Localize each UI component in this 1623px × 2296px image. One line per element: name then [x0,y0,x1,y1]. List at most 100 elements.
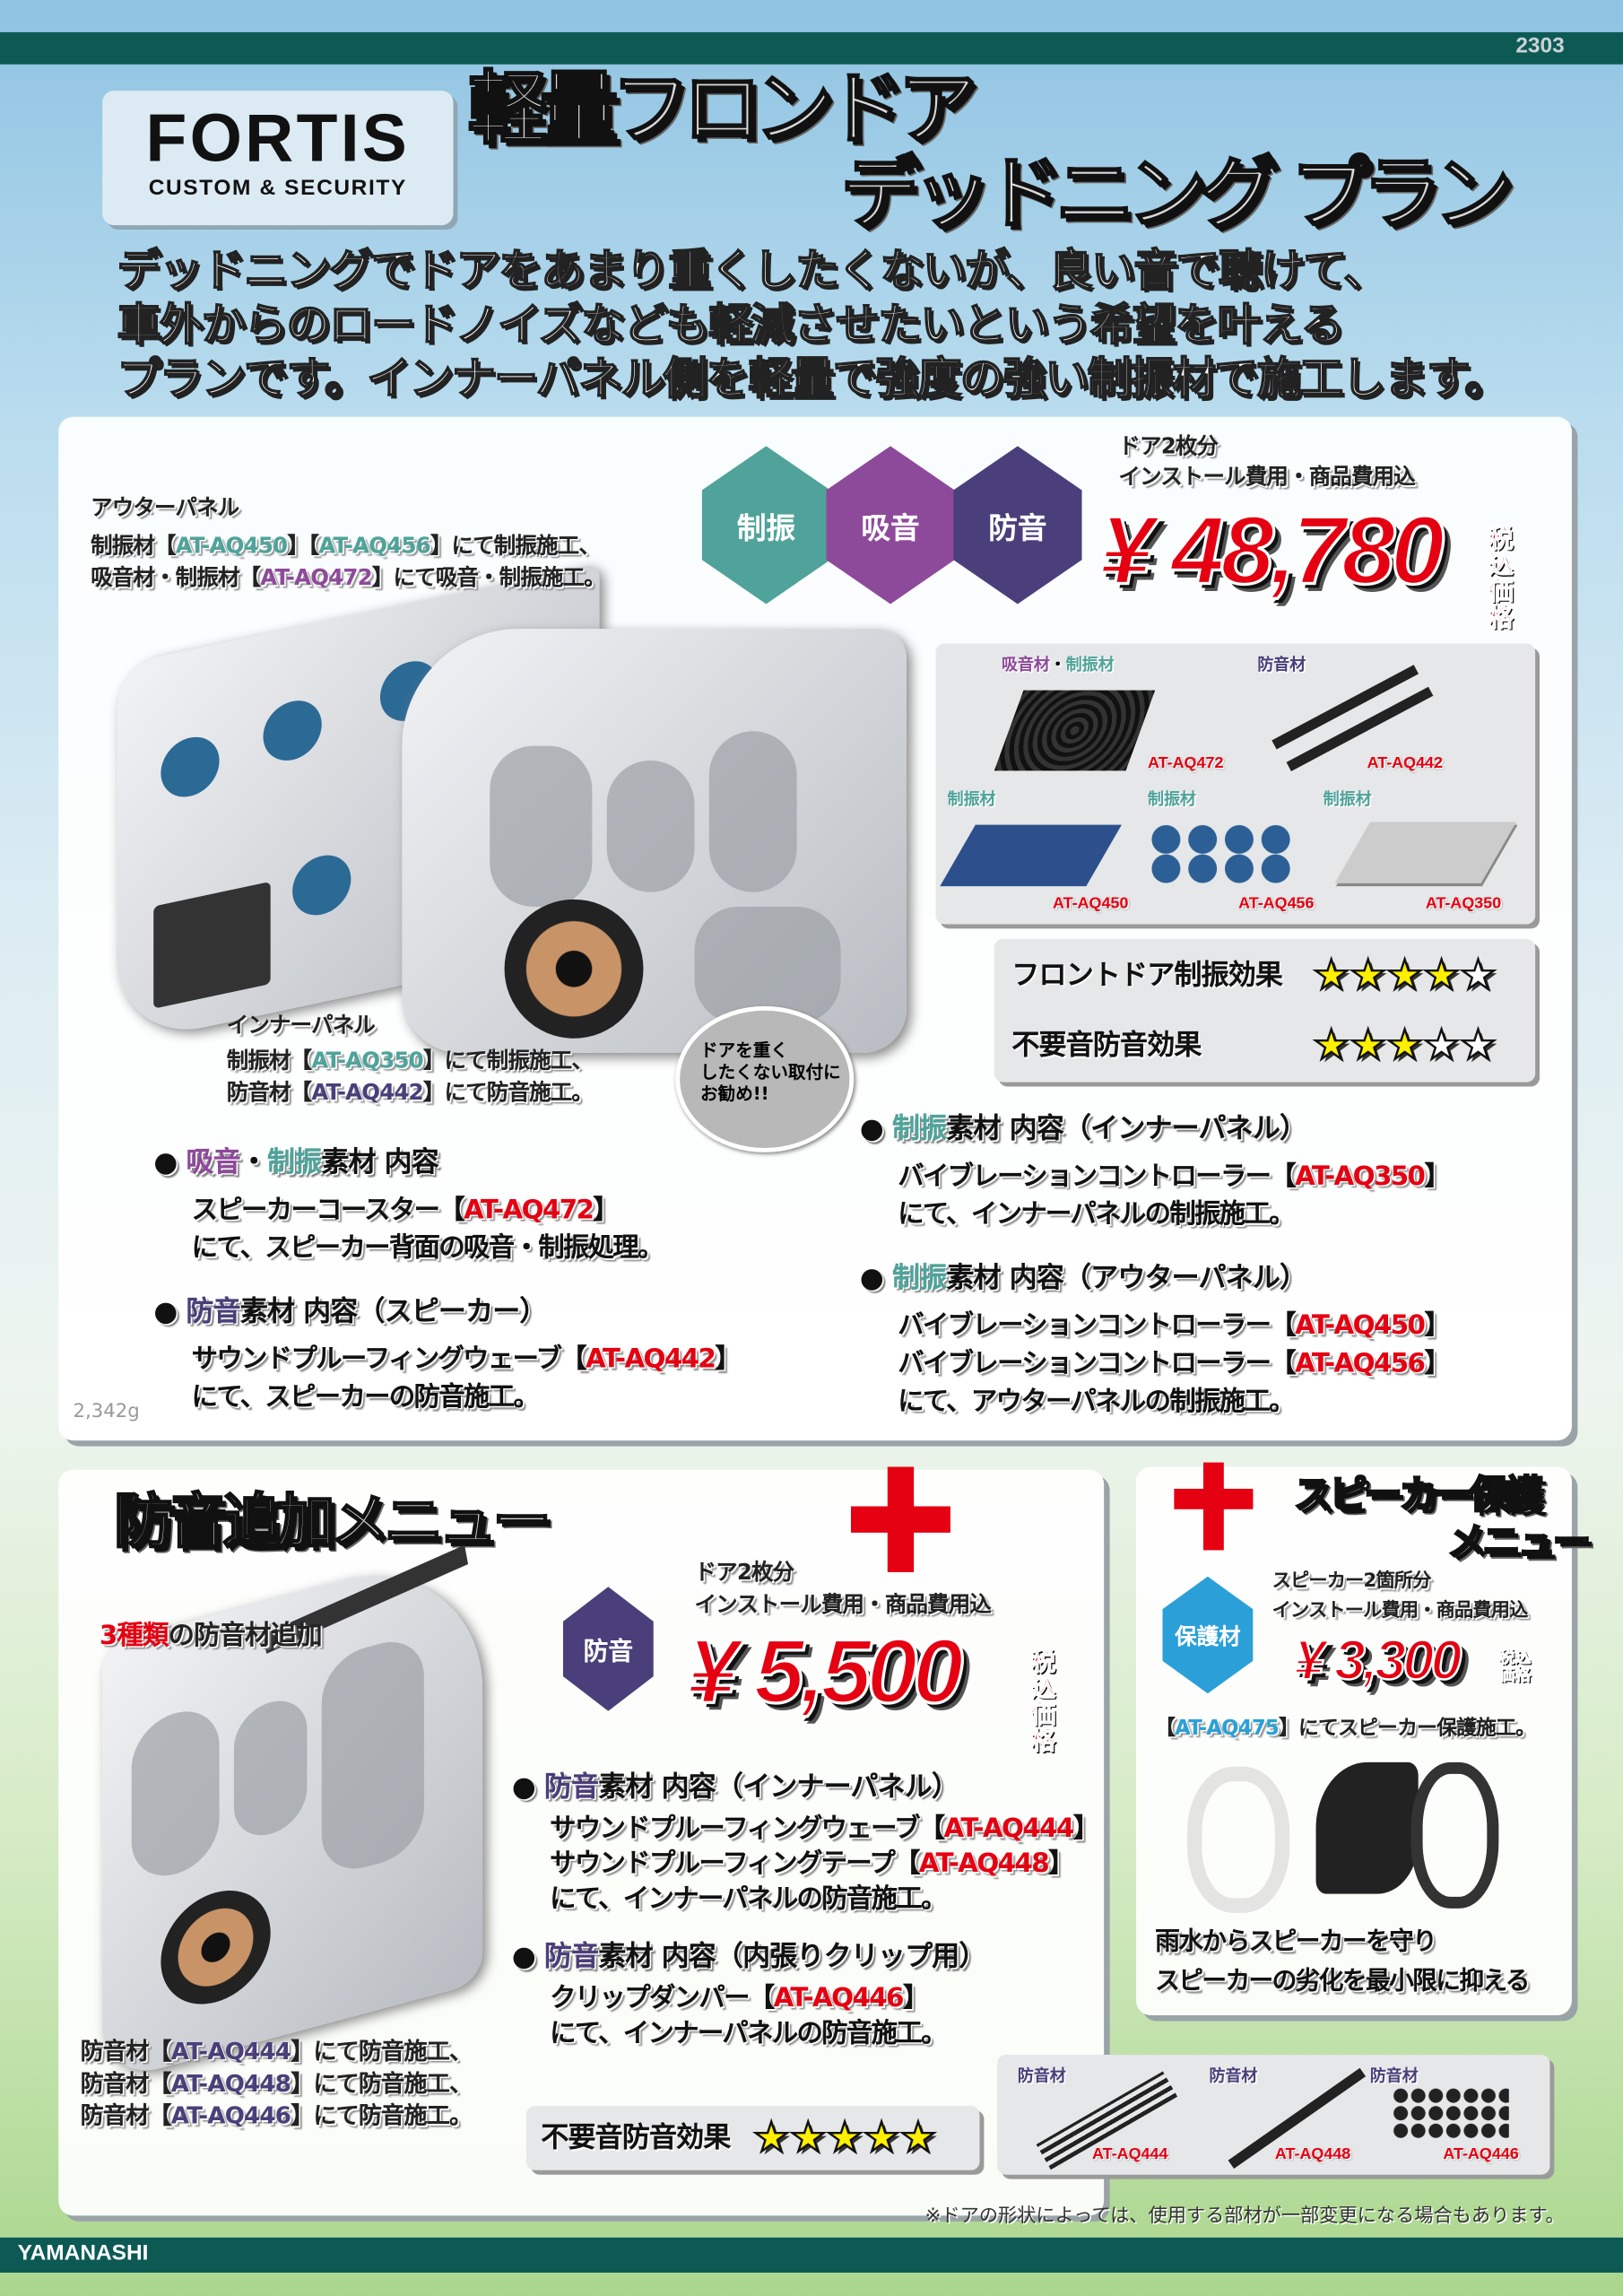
material-code: AT-AQ444 [1092,2145,1168,2163]
soundproof-rating-box: 不要音防音効果 ★★★★★ [526,2106,980,2170]
product-code-text: AT-AQ446 [170,2101,291,2130]
soundproof-materials-box: 防音材 AT-AQ444 防音材 AT-AQ448 防音材 AT-AQ446 [997,2054,1550,2175]
intro-line: デッドニングでドアをあまり重くしたくないが、良い音で聴けて、 [117,245,1388,298]
section-heading: ● 制振素材 内容（アウターパネル） [859,1261,1307,1296]
text-segment: 】 [1072,1813,1099,1845]
main-price: ¥ 48,780 [1098,495,1446,604]
section-heading: ● 防音素材 内容（内張りクリップ用） [512,1939,987,1974]
text-segment: 】にて制振施工、 [422,1047,594,1074]
price-note: インストール費用・商品費用込 [1118,463,1415,491]
section-line: クリップダンパー【AT-AQ446】 [550,1983,929,2015]
speaker-menu-panel [1135,1466,1572,2015]
product-code-text: AT-AQ350 [311,1047,423,1074]
foam-image [994,690,1156,771]
text-segment: 】 [1424,1310,1450,1342]
product-code-text: 3種類 [99,1620,169,1651]
weight-label: 2,342g [73,1401,140,1423]
text-segment: 】 [1424,1161,1450,1192]
section-line: にて、インナーパネルの防音施工。 [550,1883,947,1916]
text-segment: サウンドプルーフィングウェーブ【 [550,1813,945,1845]
price-note: インストール費用・商品費用込 [1271,1599,1529,1622]
product-code-text: 制振材 [1323,789,1372,809]
section-line: バイブレーションコントローラー【AT-AQ456】 [898,1348,1451,1380]
text-segment: にて、インナーパネルの防音施工。 [550,2018,947,2049]
price-note: インストール費用・商品費用込 [694,1591,992,1618]
star-filled-icon: ★ [1422,950,1461,999]
text-segment: 】にて吸音・制振施工。 [371,564,606,591]
section-line: にて、スピーカーの防音施工。 [191,1381,540,1414]
star-filled-icon: ★ [862,2113,900,2162]
product-code-text: 吸音材 [1001,655,1050,674]
star-filled-icon: ★ [898,2113,937,2162]
text-segment: 】 [1048,1848,1074,1880]
section-line: サウンドプルーフィングウェーブ【AT-AQ442】 [192,1344,742,1377]
star-filled-icon: ★ [788,2113,827,2162]
star-empty-icon: ★ [1459,950,1497,999]
section-line: にて、アウターパネルの制振施工。 [898,1386,1295,1419]
text-segment: 防音材【 [80,2069,172,2098]
product-code-text: AT-AQ472 [464,1195,595,1226]
text-segment: 】【 [287,532,319,559]
product-code-text: AT-AQ456 [318,532,430,559]
material-label: 防音材 [1257,656,1306,674]
text-segment: 素材 内容（アウターパネル） [946,1262,1307,1295]
material-label: 防音材 [1017,2066,1066,2086]
star-filled-icon: ★ [752,2113,791,2162]
speaker-menu-title: スピーカー保護 [1293,1473,1544,1518]
bullet-icon: ● [511,1770,544,1804]
product-code-text: AT-AQ448 [918,1848,1050,1880]
material-label: 防音材 [1369,2066,1419,2086]
bullet-icon: ● [153,1295,187,1328]
star-filled-icon: ★ [1349,1021,1387,1069]
tax-label: 税込価格 [1488,525,1515,634]
text-segment: ・ [239,1146,268,1179]
product-code-text: AT-AQ450 [175,532,288,559]
text-segment: クリップダンパー【 [550,1983,775,2014]
section-line: サウンドプルーフィングテープ【AT-AQ448】 [550,1848,1074,1881]
section-heading: ● 防音素材 内容（インナーパネル） [512,1770,959,1805]
intro-line: 車外からのロードノイズなども軽減させたいという希望を叶える [117,299,1346,352]
tax-label: 税込価格 [1030,1648,1056,1757]
bullet-icon: ● [859,1112,892,1145]
text-segment: 素材 内容（スピーカー） [239,1295,548,1328]
text-segment: にて、スピーカーの防音施工。 [191,1381,540,1413]
star-filled-icon: ★ [1312,1021,1350,1069]
product-code-text: AT-AQ442 [586,1344,716,1375]
section-heading: ● 制振素材 内容（インナーパネル） [859,1111,1307,1146]
text-segment: 防音材【 [226,1079,312,1106]
footnote: ※ドアの形状によっては、使用する部材が一部変更になる場合もあります。 [924,2205,1565,2228]
product-code-text: AT-AQ442 [311,1079,423,1106]
top-band: 2303 [0,31,1623,65]
intro-line: プランです。インナーパネル側を軽量で強度の強い制振材で施工します。 [117,353,1509,406]
text-segment: にて、アウターパネルの制振施工。 [898,1386,1295,1418]
outer-panel-title: アウターパネル [91,494,239,521]
bubble-line: したくない取付に [700,1061,841,1083]
material-code: AT-AQ446 [1443,2145,1519,2163]
disk-image [1148,824,1295,883]
text-segment: 】 [902,1983,929,2014]
star-filled-icon: ★ [1385,1021,1424,1069]
product-code-text: 制振材 [1148,789,1196,809]
material-code: AT-AQ450 [1053,894,1129,913]
bullet-icon: ● [859,1262,892,1295]
product-code-text: AT-AQ472 [260,564,372,591]
caption-line: 防音材【AT-AQ444】にて防音施工、 [81,2037,473,2065]
section-line: バイブレーションコントローラー【AT-AQ450】 [898,1310,1451,1343]
product-code-text: AT-AQ450 [1295,1310,1426,1342]
section-line: サウンドプルーフィングウェーブ【AT-AQ444】 [550,1813,1099,1846]
section-line: にて、スピーカー背面の吸音・制振処理。 [192,1233,664,1265]
product-code-text: AT-AQ444 [943,1813,1075,1845]
price-note: ドア2枚分 [694,1559,795,1586]
text-segment: 素材 内容（インナーパネル） [598,1770,959,1804]
text-segment: 【 [1155,1717,1176,1741]
text-segment: 防音材【 [80,2037,172,2066]
text-segment: の防音材追加 [168,1620,323,1651]
material-label: 吸音材・制振材 [1002,656,1115,674]
sheet-image [940,824,1122,887]
text-segment: スピーカーコースター【 [191,1195,465,1226]
product-code-text: 吸音 [186,1146,240,1179]
rating-label: 不要音防音効果 [541,2122,731,2154]
materials-box: 吸音材・制振材 AT-AQ472 防音材 AT-AQ442 制振材 AT-AQ4… [935,643,1536,925]
product-code-text: AT-AQ444 [170,2037,291,2066]
